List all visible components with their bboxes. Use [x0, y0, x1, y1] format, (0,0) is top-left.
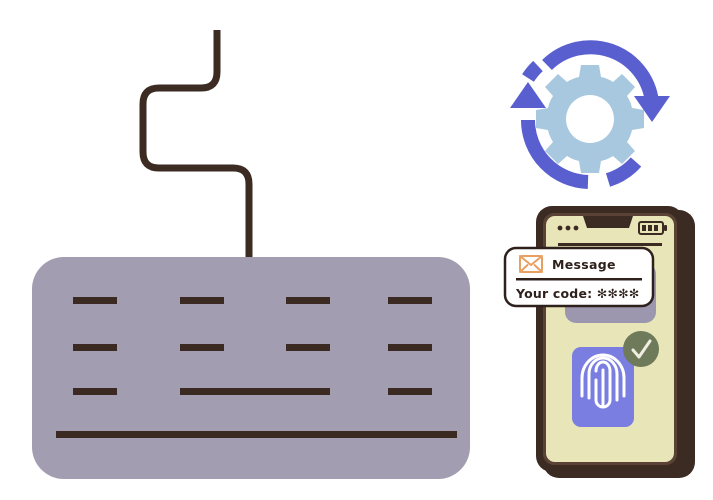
fingerprint-card[interactable]	[572, 347, 634, 427]
key[interactable]	[286, 297, 330, 304]
refresh-arc-bottom	[521, 119, 589, 189]
popup-title: Message	[552, 257, 616, 272]
fingerprint-icon	[580, 353, 626, 409]
battery-icon	[638, 221, 667, 235]
envelope-icon	[519, 255, 543, 273]
status-divider	[558, 243, 662, 246]
arrow-down-icon	[634, 96, 670, 122]
signal-dots-icon	[557, 225, 579, 231]
palm-rest-bar	[56, 431, 457, 438]
verified-check-badge	[623, 331, 659, 367]
refresh-arc-dash-upper-left	[522, 60, 543, 82]
arrow-up-icon	[510, 82, 546, 108]
gear-center-hole	[566, 95, 614, 143]
key[interactable]	[73, 388, 117, 395]
keyboard-row-2	[73, 344, 432, 351]
sms-message-popup[interactable]: Message Your code: ✻✻✻✻	[503, 246, 655, 308]
keyboard-body	[32, 257, 470, 479]
wired-keyboard[interactable]	[32, 257, 470, 479]
key[interactable]	[388, 388, 432, 395]
key[interactable]	[388, 344, 432, 351]
phone-notch	[583, 216, 633, 228]
popup-divider	[516, 278, 642, 281]
spacebar-key[interactable]	[180, 388, 330, 395]
refresh-arc-dash-bottom-right	[605, 157, 642, 187]
keyboard-row-1	[73, 297, 432, 304]
refresh-arc-top	[542, 40, 659, 104]
key[interactable]	[73, 344, 117, 351]
gear-icon	[536, 65, 644, 173]
keyboard-row-3	[73, 388, 432, 395]
gear-refresh-icon[interactable]	[510, 40, 670, 189]
key[interactable]	[180, 344, 224, 351]
key[interactable]	[286, 344, 330, 351]
key[interactable]	[180, 297, 224, 304]
keyboard-cable	[139, 30, 253, 262]
popup-code-line: Your code: ✻✻✻✻	[515, 286, 640, 301]
key[interactable]	[73, 297, 117, 304]
keyboard-cable-group	[139, 30, 253, 262]
key[interactable]	[388, 297, 432, 304]
